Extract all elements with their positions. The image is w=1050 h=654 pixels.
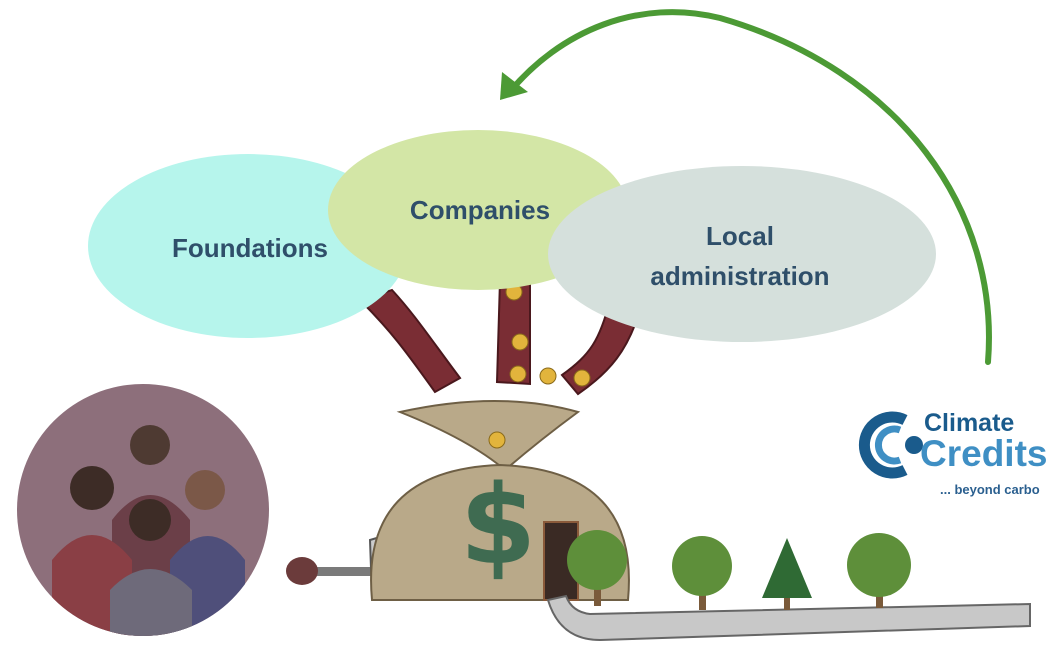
logo-tagline: ... beyond carbo	[940, 482, 1040, 497]
local-administration-label: Local administration	[600, 216, 880, 296]
logo-line2: Credits	[920, 433, 1048, 474]
coin-icon	[539, 367, 557, 385]
tree-icon	[672, 536, 732, 610]
climate-credits-logo: Climate Credits	[920, 409, 1050, 472]
funding-tube-icon	[358, 288, 462, 394]
coin-icon	[488, 431, 506, 449]
tree-icon	[762, 538, 812, 610]
local-line1: Local	[706, 221, 774, 251]
coin-icon	[511, 333, 529, 351]
climate-credits-logo-icon	[858, 411, 923, 479]
tree-icon	[847, 533, 911, 608]
logo-line1: Climate	[924, 409, 1015, 437]
tree-icon	[567, 530, 627, 606]
people-group-icon	[17, 384, 269, 636]
coin-icon	[573, 369, 591, 387]
foundations-node	[88, 154, 408, 338]
dollar-sign-icon: $	[460, 461, 537, 589]
money-bag-icon: $	[370, 400, 630, 601]
arrowhead-icon	[500, 72, 528, 100]
foundations-label: Foundations	[172, 233, 328, 263]
conveyor-belt-icon	[546, 594, 1031, 642]
cycle-arrow-icon	[505, 9, 992, 365]
funding-tubes	[358, 278, 642, 396]
local-line2: administration	[650, 261, 830, 291]
local-administration-node	[548, 166, 936, 342]
coin-icon	[509, 365, 527, 383]
companies-label: Companies	[409, 195, 551, 225]
